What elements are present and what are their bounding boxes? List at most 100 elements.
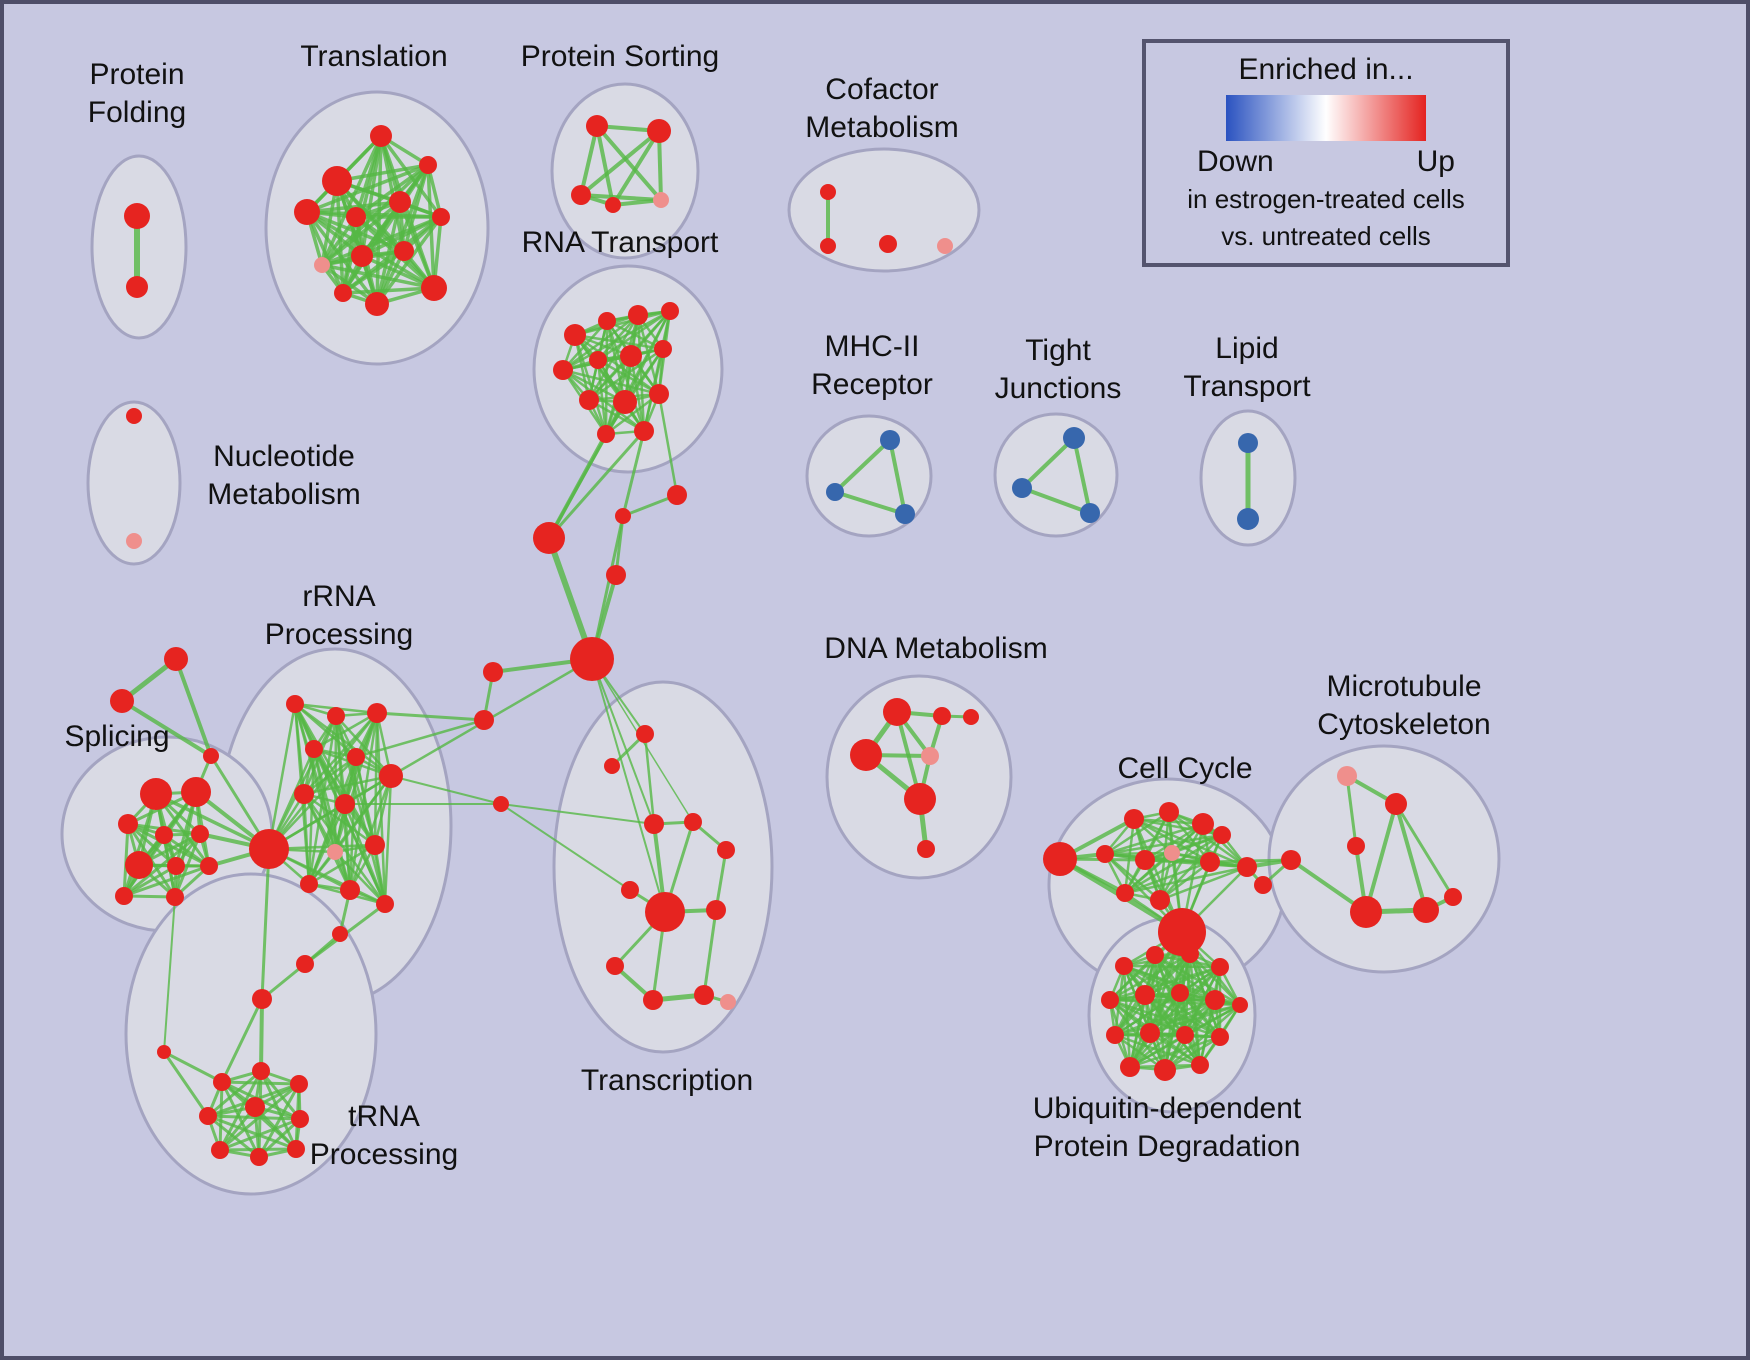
- network-node-tc5: [717, 841, 735, 859]
- network-edge: [343, 802, 387, 906]
- network-edge: [307, 714, 338, 886]
- network-edge: [1364, 802, 1398, 914]
- network-edge: [561, 319, 609, 372]
- network-node-sp6: [125, 851, 153, 879]
- network-node-lt1: [1238, 433, 1258, 453]
- network-edge: [354, 163, 430, 219]
- network-node-r1: [564, 324, 586, 346]
- network-edge: [1123, 860, 1212, 895]
- network-edge: [267, 755, 358, 851]
- network-node-cc7: [1135, 850, 1155, 870]
- network-node-c5: [493, 796, 509, 812]
- network-node-dn2: [850, 739, 882, 771]
- network-node-dn1: [883, 698, 911, 726]
- network-node-r2: [598, 312, 616, 330]
- network-node-u15: [1154, 1059, 1176, 1081]
- network-node-cf4: [937, 238, 953, 254]
- legend-up-label: Up: [1416, 145, 1455, 178]
- network-edge: [302, 792, 377, 847]
- network-node-c2: [615, 508, 631, 524]
- network-node-sp7: [167, 857, 185, 875]
- network-node-tj2: [1012, 478, 1032, 498]
- network-edge: [335, 163, 430, 183]
- network-edge: [1123, 851, 1174, 895]
- network-edge: [163, 896, 176, 1053]
- network-edge: [596, 313, 640, 362]
- legend-title: Enriched in...: [1238, 53, 1414, 86]
- cluster-nucleotide-metabolism: [86, 400, 182, 566]
- network-node-t13: [334, 284, 352, 302]
- network-node-tc8: [606, 957, 624, 975]
- network-node-sp4: [155, 826, 173, 844]
- network-edge: [259, 1069, 298, 1151]
- network-node-m6: [1413, 897, 1439, 923]
- legend-subtitle-line2: vs. untreated cells: [1221, 220, 1431, 251]
- network-node-c3: [667, 485, 687, 505]
- network-node-cf3: [879, 235, 897, 253]
- network-node-cc5: [1213, 826, 1231, 844]
- network-node-t4: [294, 199, 320, 225]
- network-node-cc3: [1159, 802, 1179, 822]
- network-node-tc1: [636, 725, 654, 743]
- network-node-u6: [1135, 985, 1155, 1005]
- network-node-cc6: [1096, 845, 1114, 863]
- network-node-ps3: [571, 185, 591, 205]
- network-edge: [1188, 952, 1242, 1007]
- network-edge: [714, 848, 728, 912]
- network-edge: [1158, 833, 1224, 902]
- network-node-dn3: [933, 707, 951, 725]
- legend-subtitle-line1: in estrogen-treated cells: [1187, 184, 1465, 214]
- network-node-cc10: [1237, 857, 1257, 877]
- network-node-tr7: [250, 1148, 268, 1166]
- network-node-dn4: [963, 709, 979, 725]
- network-edge: [643, 732, 656, 826]
- network-edge: [587, 347, 665, 402]
- network-edge: [307, 747, 316, 886]
- network-edge: [1020, 486, 1092, 515]
- network-node-t3: [419, 156, 437, 174]
- network-edge: [595, 124, 615, 207]
- network-node-c1: [533, 522, 565, 554]
- network-edge: [1132, 817, 1249, 869]
- network-node-rr6: [379, 764, 403, 788]
- network-node-r13: [634, 421, 654, 441]
- network-edge: [1394, 802, 1428, 912]
- network-edge: [206, 1069, 263, 1118]
- cluster-label-cell-cycle: Cell Cycle: [1117, 752, 1252, 785]
- network-edge: [1128, 993, 1147, 1069]
- network-node-r7: [620, 345, 642, 367]
- network-edge: [1148, 1003, 1242, 1035]
- network-node-sp9: [115, 887, 133, 905]
- network-node-r5: [553, 360, 573, 380]
- network-edge: [312, 711, 379, 751]
- network-node-tr5: [291, 1110, 309, 1128]
- network-node-sp10: [166, 888, 184, 906]
- network-edge: [206, 1114, 302, 1121]
- network-node-c4: [606, 565, 626, 585]
- network-node-tr6: [211, 1141, 229, 1159]
- network-node-u8: [1205, 990, 1225, 1010]
- network-node-tr9: [157, 1045, 171, 1059]
- network-edge: [604, 309, 672, 436]
- network-node-tc3: [644, 814, 664, 834]
- network-edge: [360, 215, 443, 258]
- network-edge: [573, 309, 672, 337]
- legend-down-label: Down: [1197, 145, 1274, 178]
- network-edge: [1103, 833, 1224, 856]
- network-node-x1: [164, 647, 188, 671]
- network-node-tr3: [290, 1075, 308, 1093]
- network-node-dn7: [917, 840, 935, 858]
- network-edge: [579, 124, 599, 197]
- network-node-u5: [1101, 991, 1119, 1009]
- network-edge: [833, 438, 892, 494]
- network-node-lt2: [1237, 508, 1259, 530]
- network-edge: [302, 774, 393, 796]
- network-node-r12: [597, 425, 615, 443]
- network-node-tc7: [621, 881, 639, 899]
- network-node-tj3: [1080, 503, 1100, 523]
